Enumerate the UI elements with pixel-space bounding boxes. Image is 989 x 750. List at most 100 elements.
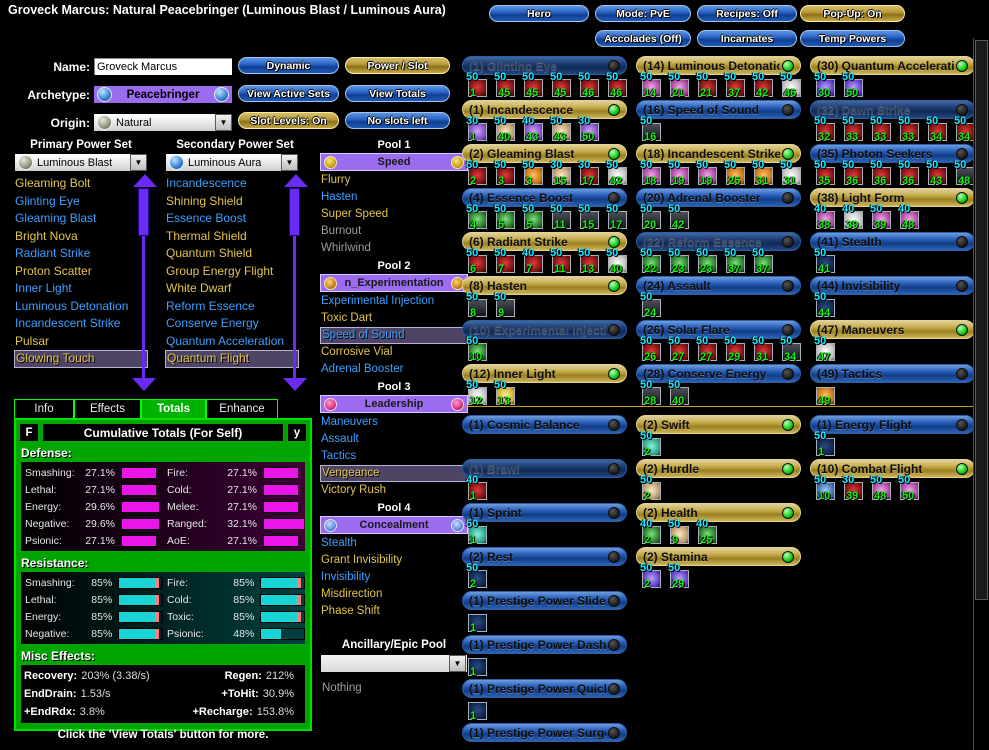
power-bar[interactable]: (2) Health xyxy=(636,503,801,522)
power-toggle-dot[interactable] xyxy=(608,418,620,431)
scrollbar-thumb[interactable] xyxy=(975,40,988,600)
pool-power-item[interactable]: Speed of Sound xyxy=(320,327,468,344)
power-list-item[interactable]: Essence Boost xyxy=(166,211,247,225)
primary-scroll-up[interactable] xyxy=(133,174,157,187)
power-toggle-dot[interactable] xyxy=(608,103,620,116)
power-toggle-dot[interactable] xyxy=(956,462,968,475)
power-toggle-dot[interactable] xyxy=(608,367,620,380)
power-bar[interactable]: (8) Hasten xyxy=(462,276,627,295)
secondary-scroll-thumb[interactable] xyxy=(289,188,300,236)
pool-power-item[interactable]: Experimental Injection xyxy=(321,295,435,307)
chevron-down-icon[interactable]: ▼ xyxy=(130,154,147,171)
pool-power-item[interactable]: Phase Shift xyxy=(321,605,380,617)
secondary-scroll-up[interactable] xyxy=(284,174,308,187)
power-bar[interactable]: (24) Assault xyxy=(636,276,801,295)
form-button-power-slot[interactable]: Power / Slot xyxy=(345,57,450,74)
pool-power-item[interactable]: Maneuvers xyxy=(321,416,378,428)
archetype-select[interactable]: Peacebringer xyxy=(93,85,233,104)
power-bar[interactable]: (26) Solar Flare xyxy=(636,320,801,339)
power-bar[interactable]: (1) Prestige Power Surge xyxy=(462,723,627,742)
name-input[interactable]: Groveck Marcus xyxy=(93,57,233,76)
power-bar[interactable]: (28) Conserve Energy xyxy=(636,364,801,383)
power-bar[interactable]: (1) Prestige Power Slide xyxy=(462,591,627,610)
pool-power-item[interactable]: Assault xyxy=(321,433,359,445)
vertical-scrollbar[interactable] xyxy=(973,38,989,750)
power-bar[interactable]: (2) Swift xyxy=(636,415,801,434)
power-bar[interactable]: (30) Quantum Acceleration xyxy=(810,56,975,75)
power-list-item[interactable]: Gleaming Bolt xyxy=(15,176,91,190)
power-toggle-dot[interactable] xyxy=(956,147,968,160)
tab-effects[interactable]: Effects xyxy=(74,399,141,419)
power-toggle-dot[interactable] xyxy=(956,418,968,431)
power-bar[interactable]: (12) Inner Light xyxy=(462,364,627,383)
power-bar[interactable]: (2) Rest xyxy=(462,547,627,566)
totals-right-badge[interactable]: y xyxy=(287,423,307,442)
top-button-mode-pve[interactable]: Mode: PvE xyxy=(595,5,691,22)
power-bar[interactable]: (1) Prestige Power Quick xyxy=(462,679,627,698)
origin-select[interactable]: Natural ▼ xyxy=(93,113,233,132)
power-bar[interactable]: (20) Adrenal Booster xyxy=(636,188,801,207)
power-toggle-dot[interactable] xyxy=(608,323,620,336)
power-list-item[interactable]: Quantum Shield xyxy=(166,246,253,260)
top-button-temp-powers[interactable]: Temp Powers xyxy=(800,30,905,47)
pool-power-item[interactable]: Invisibility xyxy=(321,571,371,583)
form-button-no-slots-left[interactable]: No slots left xyxy=(345,112,450,129)
pool-power-item[interactable]: Whirlwind xyxy=(321,242,371,254)
pool-power-item[interactable]: Hasten xyxy=(321,191,358,203)
power-toggle-dot[interactable] xyxy=(956,59,968,72)
power-list-item[interactable]: Radiant Strike xyxy=(15,246,91,260)
power-list-item[interactable]: Quantum Acceleration xyxy=(166,333,285,348)
pool-power-item[interactable]: Super Speed xyxy=(321,208,389,220)
chevron-down-icon[interactable]: ▼ xyxy=(215,114,232,131)
totals-left-badge[interactable]: F xyxy=(19,423,39,442)
top-button-incarnates[interactable]: Incarnates xyxy=(697,30,797,47)
top-button-hero[interactable]: Hero xyxy=(489,5,589,22)
power-toggle-dot[interactable] xyxy=(608,147,620,160)
power-toggle-dot[interactable] xyxy=(782,191,794,204)
power-toggle-dot[interactable] xyxy=(782,418,794,431)
power-list-item[interactable]: Reform Essence xyxy=(166,298,255,313)
power-list-item[interactable]: Glinting Eye xyxy=(15,193,80,208)
power-bar[interactable]: (10) Combat Flight xyxy=(810,459,975,478)
power-bar[interactable]: (1) Brawl xyxy=(462,459,627,478)
pool-power-item[interactable]: Corrosive Vial xyxy=(321,346,393,358)
